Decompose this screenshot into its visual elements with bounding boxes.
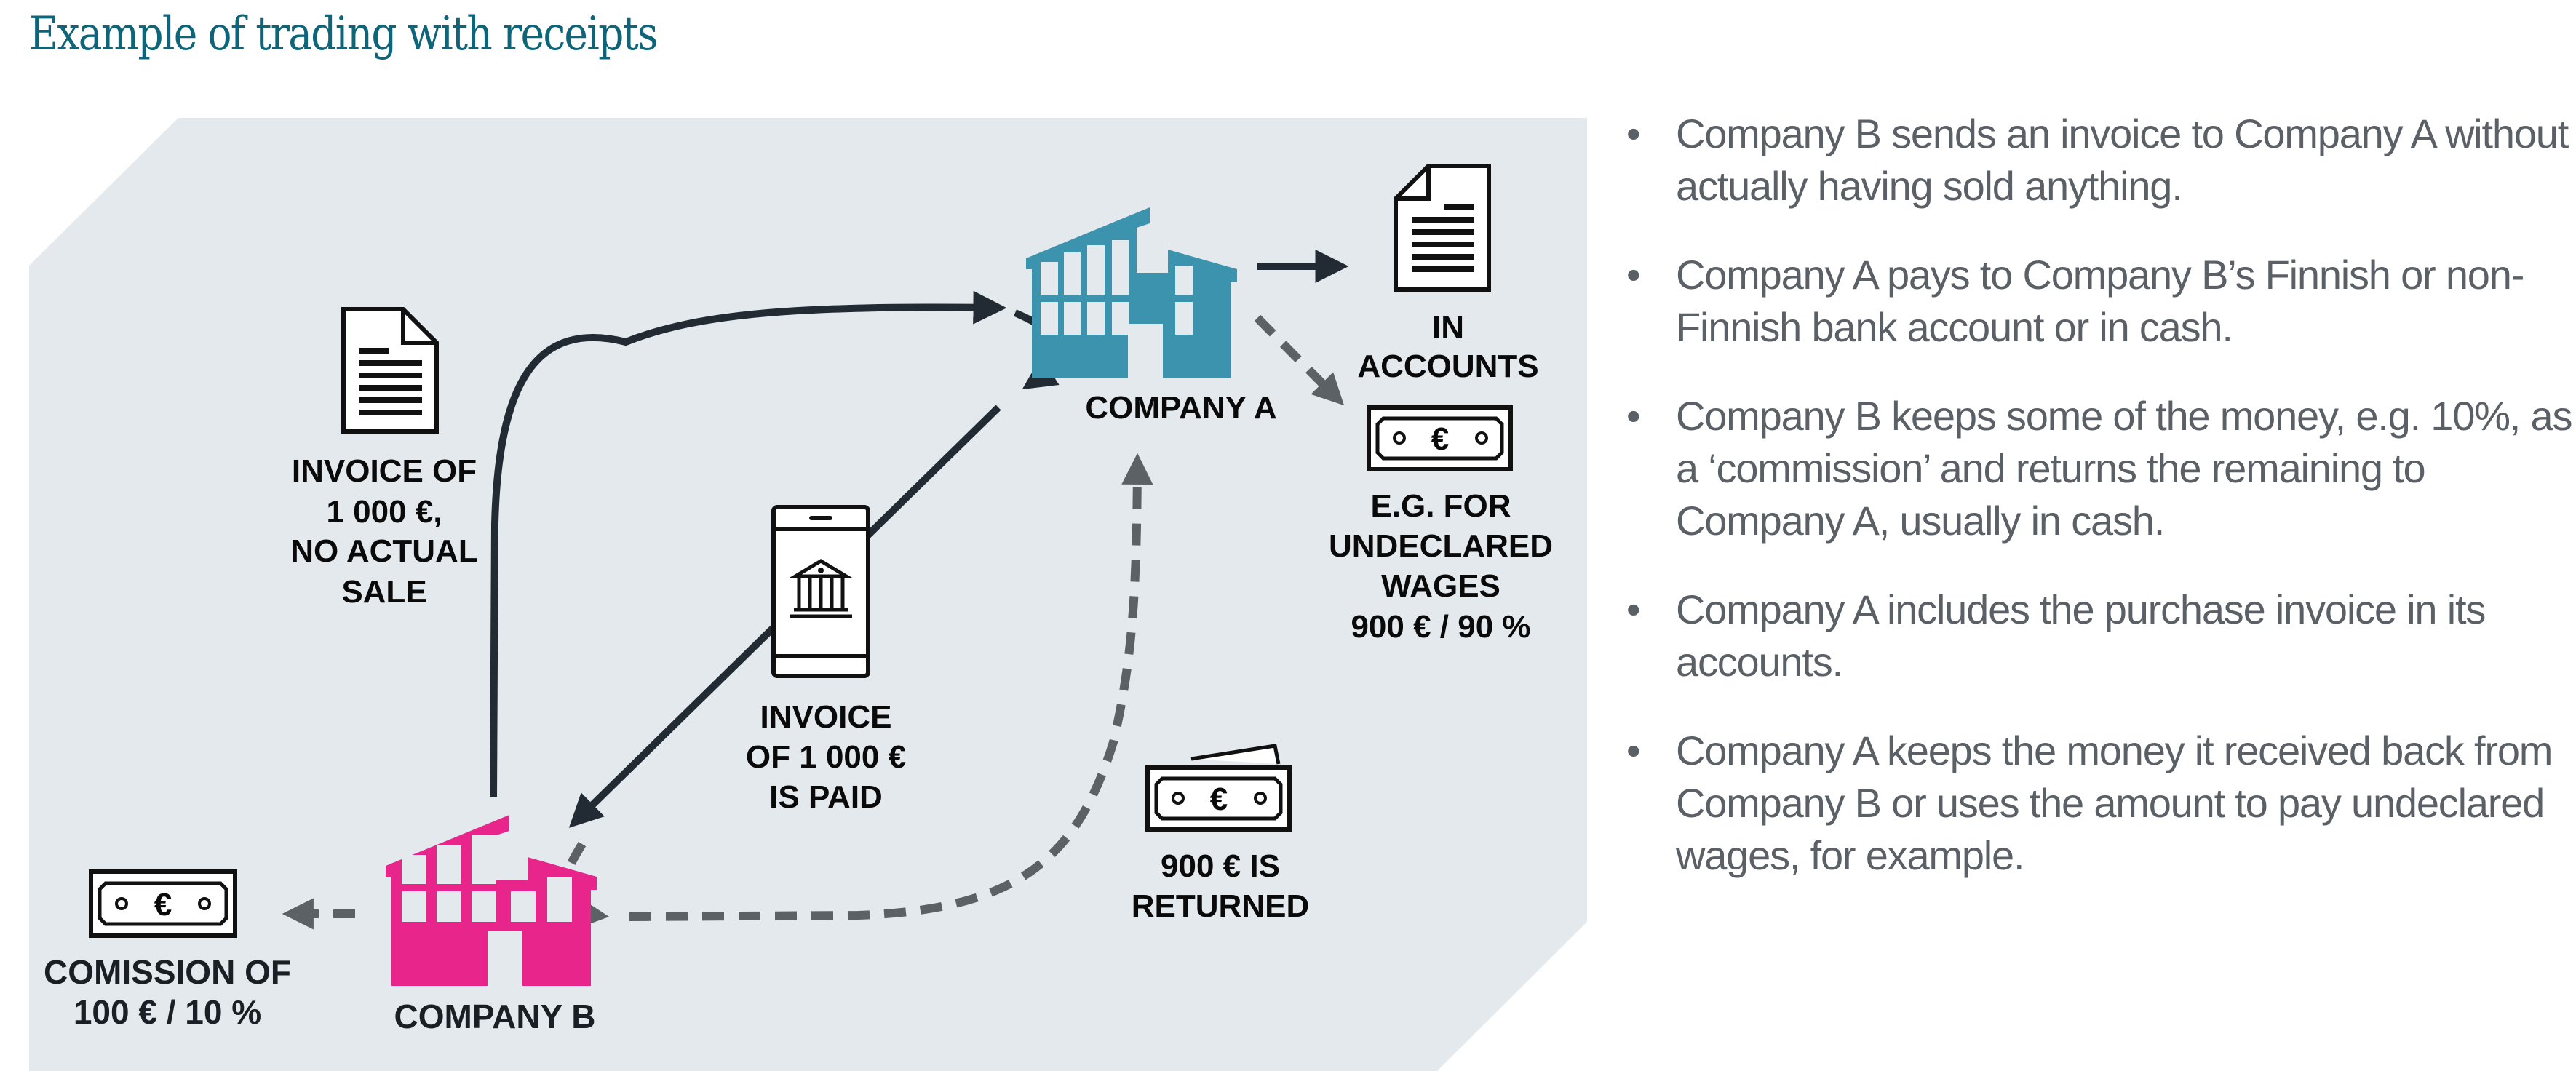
accounts-document-icon [1394, 164, 1491, 292]
company-b-building-icon [386, 815, 597, 986]
svg-text:INVOICE: INVOICE [760, 699, 892, 735]
bullet-icon: • [1626, 586, 1641, 632]
svg-text:€: € [1431, 421, 1449, 457]
svg-text:€: € [1210, 781, 1228, 817]
company-a-building-icon [1026, 207, 1237, 378]
invoice-flow-arrow [490, 290, 1007, 797]
svg-text:900 € IS: 900 € IS [1161, 848, 1280, 884]
svg-text:E.G. FOR: E.G. FOR [1370, 488, 1511, 524]
svg-text:NO ACTUAL: NO ACTUAL [290, 533, 477, 569]
list-item: • Company A pays to Company B’s Finnish … [1626, 249, 2572, 354]
undeclared-wages-label: E.G. FOR UNDECLARED WAGES 900 € / 90 % [1329, 488, 1553, 645]
svg-text:900 € / 90 %: 900 € / 90 % [1351, 609, 1530, 645]
returned-label: 900 € IS RETURNED [1132, 848, 1309, 924]
bullet-icon: • [1626, 111, 1641, 156]
svg-text:WAGES: WAGES [1381, 568, 1500, 604]
svg-text:OF 1 000 €: OF 1 000 € [746, 739, 906, 775]
commission-label: COMISSION OF 100 € / 10 % [44, 953, 291, 1031]
svg-text:SALE: SALE [341, 574, 426, 610]
svg-text:1 000 €,: 1 000 €, [326, 494, 442, 530]
list-item: • Company A includes the purchase invoic… [1626, 584, 2572, 688]
svg-text:RETURNED: RETURNED [1132, 888, 1309, 924]
in-accounts-label: IN ACCOUNTS [1357, 310, 1538, 384]
svg-text:IN: IN [1432, 310, 1464, 346]
svg-text:IS PAID: IS PAID [769, 779, 883, 815]
commission-banknote-icon: € [89, 869, 237, 938]
invoice-document-icon [341, 307, 439, 434]
svg-text:INVOICE OF: INVOICE OF [292, 453, 477, 489]
explanation-list: • Company B sends an invoice to Company … [1626, 108, 2572, 918]
svg-text:100 € / 10 %: 100 € / 10 % [73, 993, 261, 1031]
list-item-text: Company A keeps the money it received ba… [1676, 728, 2553, 878]
list-item: • Company B keeps some of the money, e.g… [1626, 390, 2572, 547]
return-flow-arrow [629, 453, 1153, 921]
bullet-icon: • [1626, 393, 1641, 439]
list-item: • Company B sends an invoice to Company … [1626, 108, 2572, 212]
bullet-icon: • [1626, 728, 1641, 773]
page-title: Example of trading with receipts [29, 7, 658, 61]
wages-banknote-icon: € [1367, 405, 1513, 471]
mobile-bank-icon [771, 505, 870, 678]
returned-banknotes-icon: € [1145, 744, 1292, 832]
company-a-label: COMPANY A [1085, 390, 1276, 426]
svg-text:UNDECLARED: UNDECLARED [1329, 528, 1553, 564]
bullet-icon: • [1626, 252, 1641, 298]
svg-text:ACCOUNTS: ACCOUNTS [1357, 349, 1538, 384]
list-item-text: Company A pays to Company B’s Finnish or… [1676, 252, 2524, 350]
company-b-label: COMPANY B [394, 998, 596, 1035]
invoice-no-sale-label: INVOICE OF 1 000 €, NO ACTUAL SALE [290, 453, 477, 610]
list-item-text: Company B keeps some of the money, e.g. … [1676, 393, 2572, 544]
svg-text:COMISSION OF: COMISSION OF [44, 953, 291, 991]
list-item-text: Company A includes the purchase invoice … [1676, 586, 2486, 685]
invoice-paid-label: INVOICE OF 1 000 € IS PAID [746, 699, 906, 815]
list-item-text: Company B sends an invoice to Company A … [1676, 111, 2569, 209]
to-wages-arrow [1254, 314, 1345, 406]
svg-text:€: € [154, 887, 172, 923]
list-item: • Company A keeps the money it received … [1626, 725, 2572, 882]
